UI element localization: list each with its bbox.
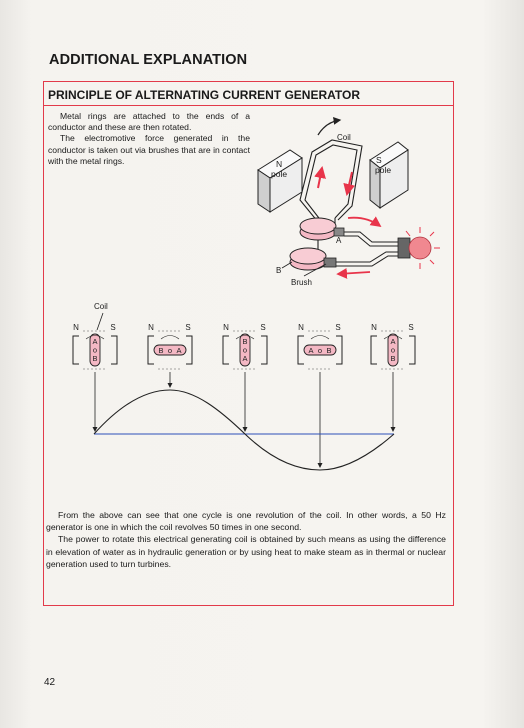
n-pole-label-line1: N [276, 159, 283, 169]
rotation-arrow [317, 117, 342, 136]
axis-marker: o [243, 346, 247, 355]
section-title: ADDITIONAL EXPLANATION [49, 52, 248, 68]
ring-a-label: A [336, 236, 342, 245]
drop-arrow [317, 463, 323, 468]
south-label: S [408, 323, 413, 332]
north-magnet-bracket [297, 335, 304, 365]
outro-paragraph: From the above can see that one cycle is… [46, 510, 446, 533]
north-magnet-bracket [147, 335, 154, 365]
south-magnet-bracket [409, 335, 416, 365]
brush-label: Brush [291, 278, 312, 287]
south-label: S [185, 323, 190, 332]
box-title: PRINCIPLE OF ALTERNATING CURRENT GENERAT… [48, 88, 360, 102]
north-magnet-bracket [222, 335, 229, 365]
conductor-label: B [326, 346, 331, 355]
rotation-arc [310, 335, 330, 340]
north-label: N [298, 323, 304, 332]
rotation-arc [85, 335, 105, 340]
south-pole-magnet [369, 141, 409, 210]
coil-cross-section [387, 333, 399, 367]
north-label: N [223, 323, 229, 332]
conductor-label: B [92, 354, 97, 363]
coil-cross-section [153, 344, 187, 356]
axis-marker: o [93, 346, 97, 355]
ring-b-label: B [276, 266, 282, 275]
south-magnet-bracket [111, 335, 118, 365]
intro-paragraph: Metal rings are attached to the ends of … [48, 111, 250, 133]
conductor-label: B [390, 354, 395, 363]
outro-paragraph: The power to rotate this electrical gene… [46, 534, 446, 569]
current-arrow-up [314, 166, 326, 189]
intro-paragraph: The electromotive force generated in the… [48, 133, 250, 166]
conductor-label: A [176, 346, 181, 355]
north-pole-magnet [257, 149, 303, 213]
page-number: 42 [44, 677, 56, 688]
north-label: N [73, 323, 79, 332]
current-arrow-down [343, 171, 356, 196]
south-magnet-bracket [336, 335, 343, 365]
conductor-label: B [242, 337, 247, 346]
s-pole-label-line2: pole [375, 165, 392, 175]
north-label: N [371, 323, 377, 332]
light-bulb [397, 227, 440, 269]
rotation-arc [235, 335, 255, 340]
south-label: S [335, 323, 340, 332]
conductor-label: A [242, 354, 247, 363]
axis-marker: o [391, 346, 395, 355]
drop-arrow [390, 427, 396, 432]
sine-wave [93, 389, 395, 471]
explanation-box [43, 81, 454, 606]
rotation-arc [160, 335, 180, 340]
box-title-divider [43, 105, 453, 107]
conductor-label: A [390, 337, 395, 346]
conductor-label: A [92, 337, 97, 346]
slip-ring-a [299, 217, 337, 241]
n-pole-label-line2: pole [271, 169, 288, 179]
south-magnet-bracket [186, 335, 193, 365]
coil-pointer-line [96, 312, 104, 331]
drop-arrow [92, 427, 98, 432]
current-arrow-out [347, 216, 382, 228]
wire-b [336, 251, 400, 263]
coil-label: Coil [337, 133, 351, 142]
intro-text: Metal rings are attached to the ends of … [48, 111, 250, 167]
coil-cross-section [239, 333, 251, 367]
drop-arrow [167, 383, 173, 388]
south-label: S [110, 323, 115, 332]
north-magnet-bracket [72, 335, 79, 365]
wire-a-inner [344, 235, 400, 247]
rotation-arc [383, 335, 403, 340]
conductor-label: B [158, 346, 163, 355]
drop-arrow [242, 427, 248, 432]
current-arrow-return [336, 268, 371, 279]
north-label: N [148, 323, 154, 332]
conductor-label: A [308, 346, 313, 355]
south-magnet-bracket [261, 335, 268, 365]
wire-b-inner [336, 255, 400, 267]
s-pole-label-line1: S [376, 155, 382, 165]
outro-text: From the above can see that one cycle is… [46, 509, 446, 570]
south-label: S [260, 323, 265, 332]
axis-marker: o [318, 346, 322, 355]
ring-b-leader-line [281, 261, 293, 269]
wire-a [344, 231, 400, 243]
brush-leader-line [303, 263, 327, 277]
coil-cross-section [303, 344, 337, 356]
coil-label-small: Coil [94, 302, 108, 311]
north-magnet-bracket [370, 335, 377, 365]
axis-marker: o [168, 346, 172, 355]
coil-cross-section [89, 333, 101, 367]
